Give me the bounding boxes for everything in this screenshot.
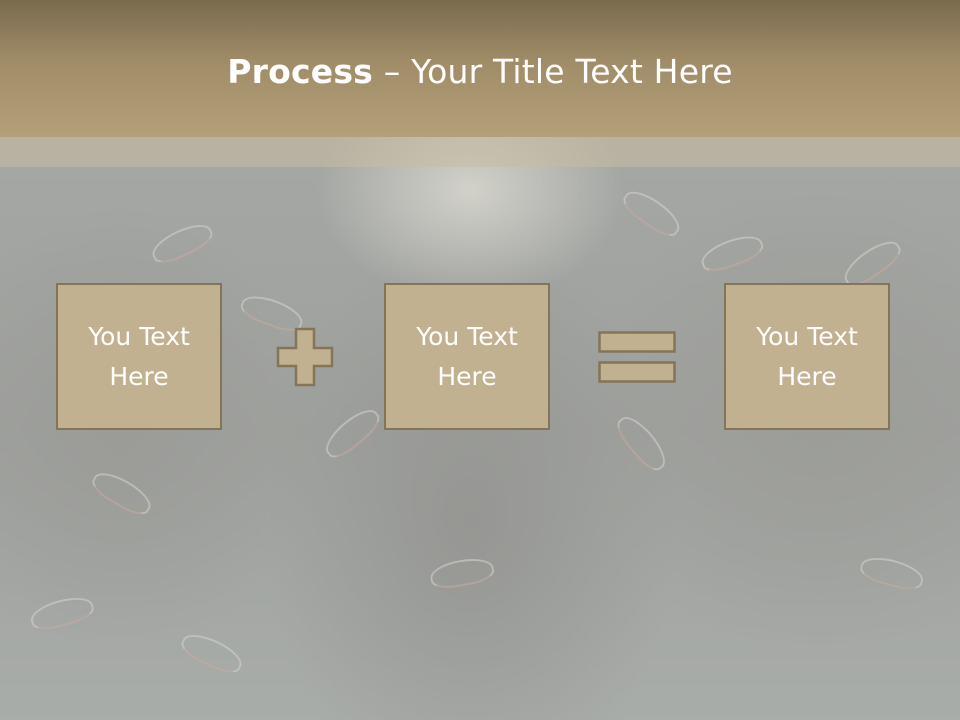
slide-title[interactable]: Process – Your Title Text Here — [0, 52, 960, 91]
equals-icon — [598, 331, 676, 383]
process-box-text: You Text Here — [88, 321, 190, 391]
process-box-1[interactable]: You Text Here — [56, 283, 222, 430]
process-box-3[interactable]: You Text Here — [724, 283, 890, 430]
title-strip — [0, 137, 960, 167]
process-box-2[interactable]: You Text Here — [384, 283, 550, 430]
plus-icon — [276, 327, 334, 387]
title-bar — [0, 0, 960, 137]
process-box-text: You Text Here — [416, 321, 518, 391]
process-box-text: You Text Here — [756, 321, 858, 391]
title-rest: – Your Title Text Here — [373, 52, 733, 91]
title-bold: Process — [227, 52, 374, 91]
